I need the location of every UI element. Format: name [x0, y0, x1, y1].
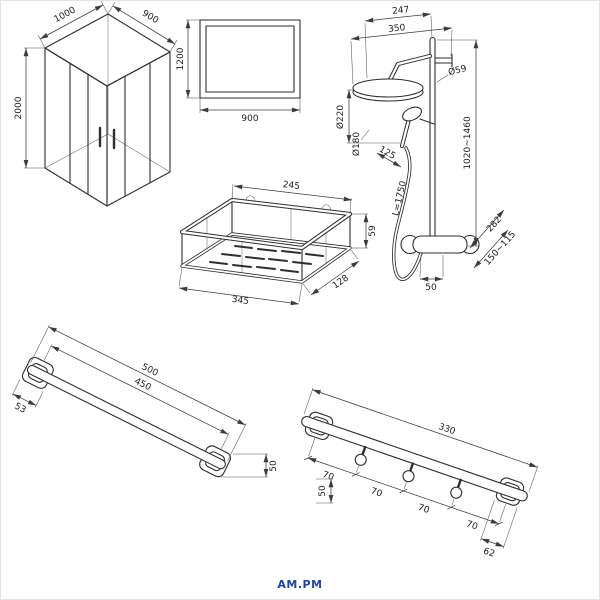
basket-width-dim-label: 345: [231, 295, 249, 307]
hand-shower-head: [402, 106, 422, 122]
enclosure-height-dim-label: 2000: [14, 96, 24, 119]
hook-flange-width-label: 62: [482, 546, 496, 559]
pipe-diameter-label: Ø59: [447, 63, 468, 78]
rain-shower-head: [352, 78, 424, 98]
enclosure-panel-view: 1200 900: [176, 19, 301, 124]
hook-spacing-4-label: 70: [465, 519, 479, 532]
towel-flange-width-label: 53: [13, 402, 28, 416]
thermostat-mixer: [412, 235, 468, 254]
hook-spacing-2-label: 70: [369, 487, 383, 500]
hook-flange-height-label: 50: [318, 485, 328, 497]
head-offset-dim-label: 350: [388, 23, 406, 35]
arm-offset-dim-label: 247: [392, 5, 410, 17]
hook-rail-drawing: 330 70 70 70 70 62 50: [301, 387, 539, 560]
towel-holder-drawing: 450 500 53 50: [11, 324, 279, 478]
panel-width-dim-label: 900: [241, 114, 258, 124]
height-range-label: 1020~1460: [463, 116, 473, 170]
basket-depth-dim-label: 245: [282, 180, 300, 192]
head-diameter-label: Ø220: [335, 105, 346, 130]
towel-flange-height-label: 50: [269, 460, 279, 472]
basket-slots: [209, 245, 324, 273]
basket-height-dim-label: 59: [368, 225, 378, 237]
hook-spacing-3-label: 70: [416, 503, 430, 516]
shower-enclosure-isometric: 1000 900 2000: [14, 0, 178, 207]
panel-height-dim-label: 1200: [176, 47, 186, 70]
base-spacing-label: 50: [425, 283, 437, 293]
head-inner-diameter-label: Ø180: [351, 132, 362, 157]
brand-logo: AM.PM: [277, 578, 322, 591]
